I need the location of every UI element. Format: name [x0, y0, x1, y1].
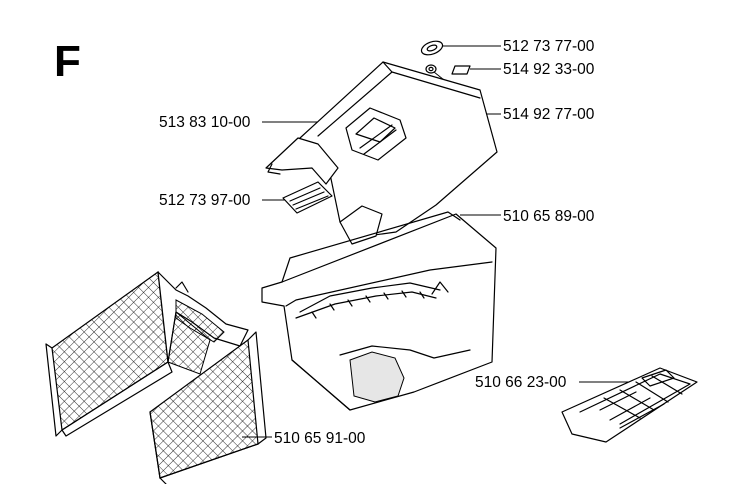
- ring-part: [425, 64, 437, 74]
- pad-part: [282, 181, 333, 214]
- part-number-clip: 512 73 77-00: [503, 38, 595, 55]
- lid-part: [265, 61, 498, 245]
- part-number-lid: 513 83 10-00: [159, 114, 251, 131]
- section-letter: F: [54, 37, 81, 86]
- plate-part: [451, 65, 471, 75]
- part-number-plate: 514 92 33-00: [503, 61, 595, 78]
- bag-part: [45, 270, 267, 484]
- part-number-frame: 510 65 89-00: [503, 208, 595, 225]
- frame-part: [261, 211, 497, 411]
- clip-part: [420, 40, 444, 56]
- part-number-deflector: 510 66 23-00: [475, 374, 567, 391]
- deflector-part: [561, 367, 698, 443]
- part-number-pad: 512 73 97-00: [159, 192, 251, 209]
- part-number-bag: 510 65 91-00: [274, 430, 366, 447]
- part-number-ring: 514 92 77-00: [503, 106, 595, 123]
